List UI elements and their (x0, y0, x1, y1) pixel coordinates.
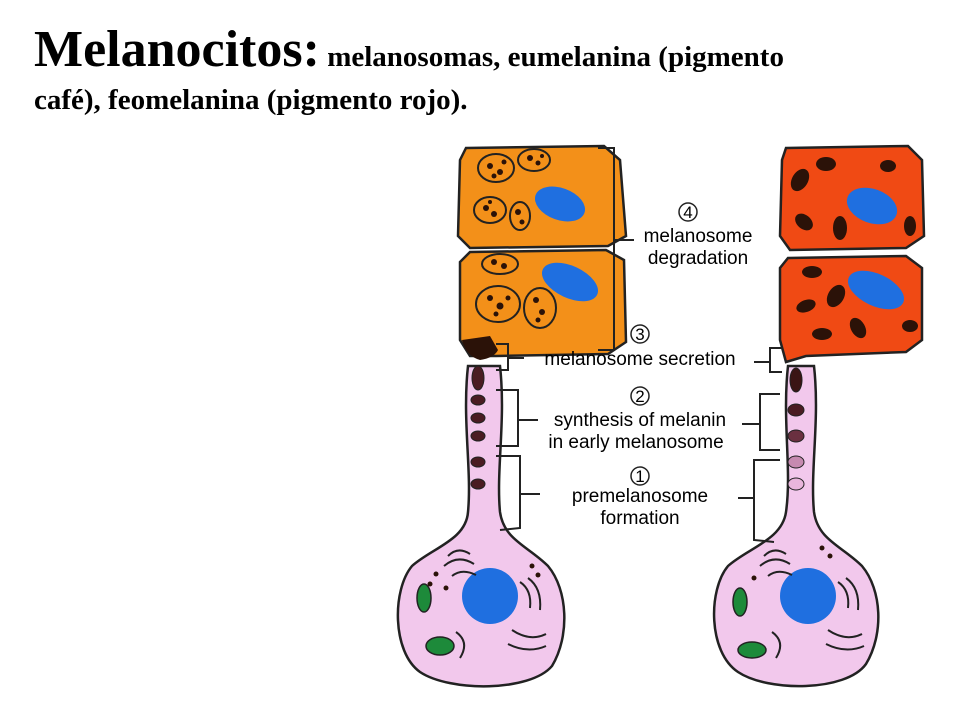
stage-4-label: 4 melanosome degradation (644, 202, 753, 269)
keratinocyte-nucleus (847, 270, 905, 310)
pheomelanin-granules (790, 157, 918, 340)
stage-number: 3 (635, 325, 644, 344)
melanocyte-nucleus (780, 568, 836, 624)
stage-brackets (496, 147, 782, 543)
melanin-granules (483, 154, 545, 323)
mitochondrion (737, 641, 767, 659)
slide-title: Melanocitos: melanosomas, eumelanina (pi… (34, 18, 934, 119)
melanosomes (470, 365, 486, 490)
right-melanocyte (712, 144, 926, 688)
melanosome-dots (427, 563, 541, 591)
melanocyte-body (396, 364, 566, 688)
stage-line: in early melanosome (548, 432, 723, 453)
golgi-apparatus (759, 549, 865, 659)
mitochondrion (732, 587, 748, 617)
stage-line: formation (600, 508, 679, 529)
title-rest: melanosomas, eumelanina (pigmento (319, 41, 784, 73)
keratinocyte-nucleus (534, 186, 586, 222)
stage-3-label: 3 melanosome secretion (544, 324, 736, 370)
stage-number: 1 (635, 467, 644, 486)
melanosomes (787, 367, 805, 491)
melanocyte-body (712, 364, 880, 688)
left-melanocyte (396, 144, 628, 688)
melanosome-dots (751, 545, 833, 581)
title-line2: café), feomelanina (pigmento rojo). (34, 84, 468, 117)
keratinocyte-nucleus (541, 262, 599, 302)
golgi-apparatus (443, 549, 547, 659)
title-main: Melanocitos: (34, 21, 320, 78)
stage-line: melanosome (644, 226, 753, 247)
stage-line: premelanosome (572, 486, 708, 507)
stage-number: 2 (635, 387, 644, 406)
bracket-stage-4 (598, 147, 615, 351)
melanin-transfer (462, 336, 498, 360)
stage-2-label: 2 synthesis of melanin in early melanoso… (548, 386, 726, 453)
stage-line: synthesis of melanin (554, 410, 726, 431)
stage-line: melanosome secretion (544, 349, 735, 370)
stage-1-label: 1 premelanosome formation (572, 466, 708, 529)
stage-number: 4 (683, 203, 692, 222)
mitochondrion (425, 636, 455, 656)
stage-line: degradation (648, 248, 748, 269)
mitochondrion (416, 583, 432, 613)
keratinocyte-nucleus (846, 187, 898, 225)
melanocyte-nucleus (462, 568, 518, 624)
